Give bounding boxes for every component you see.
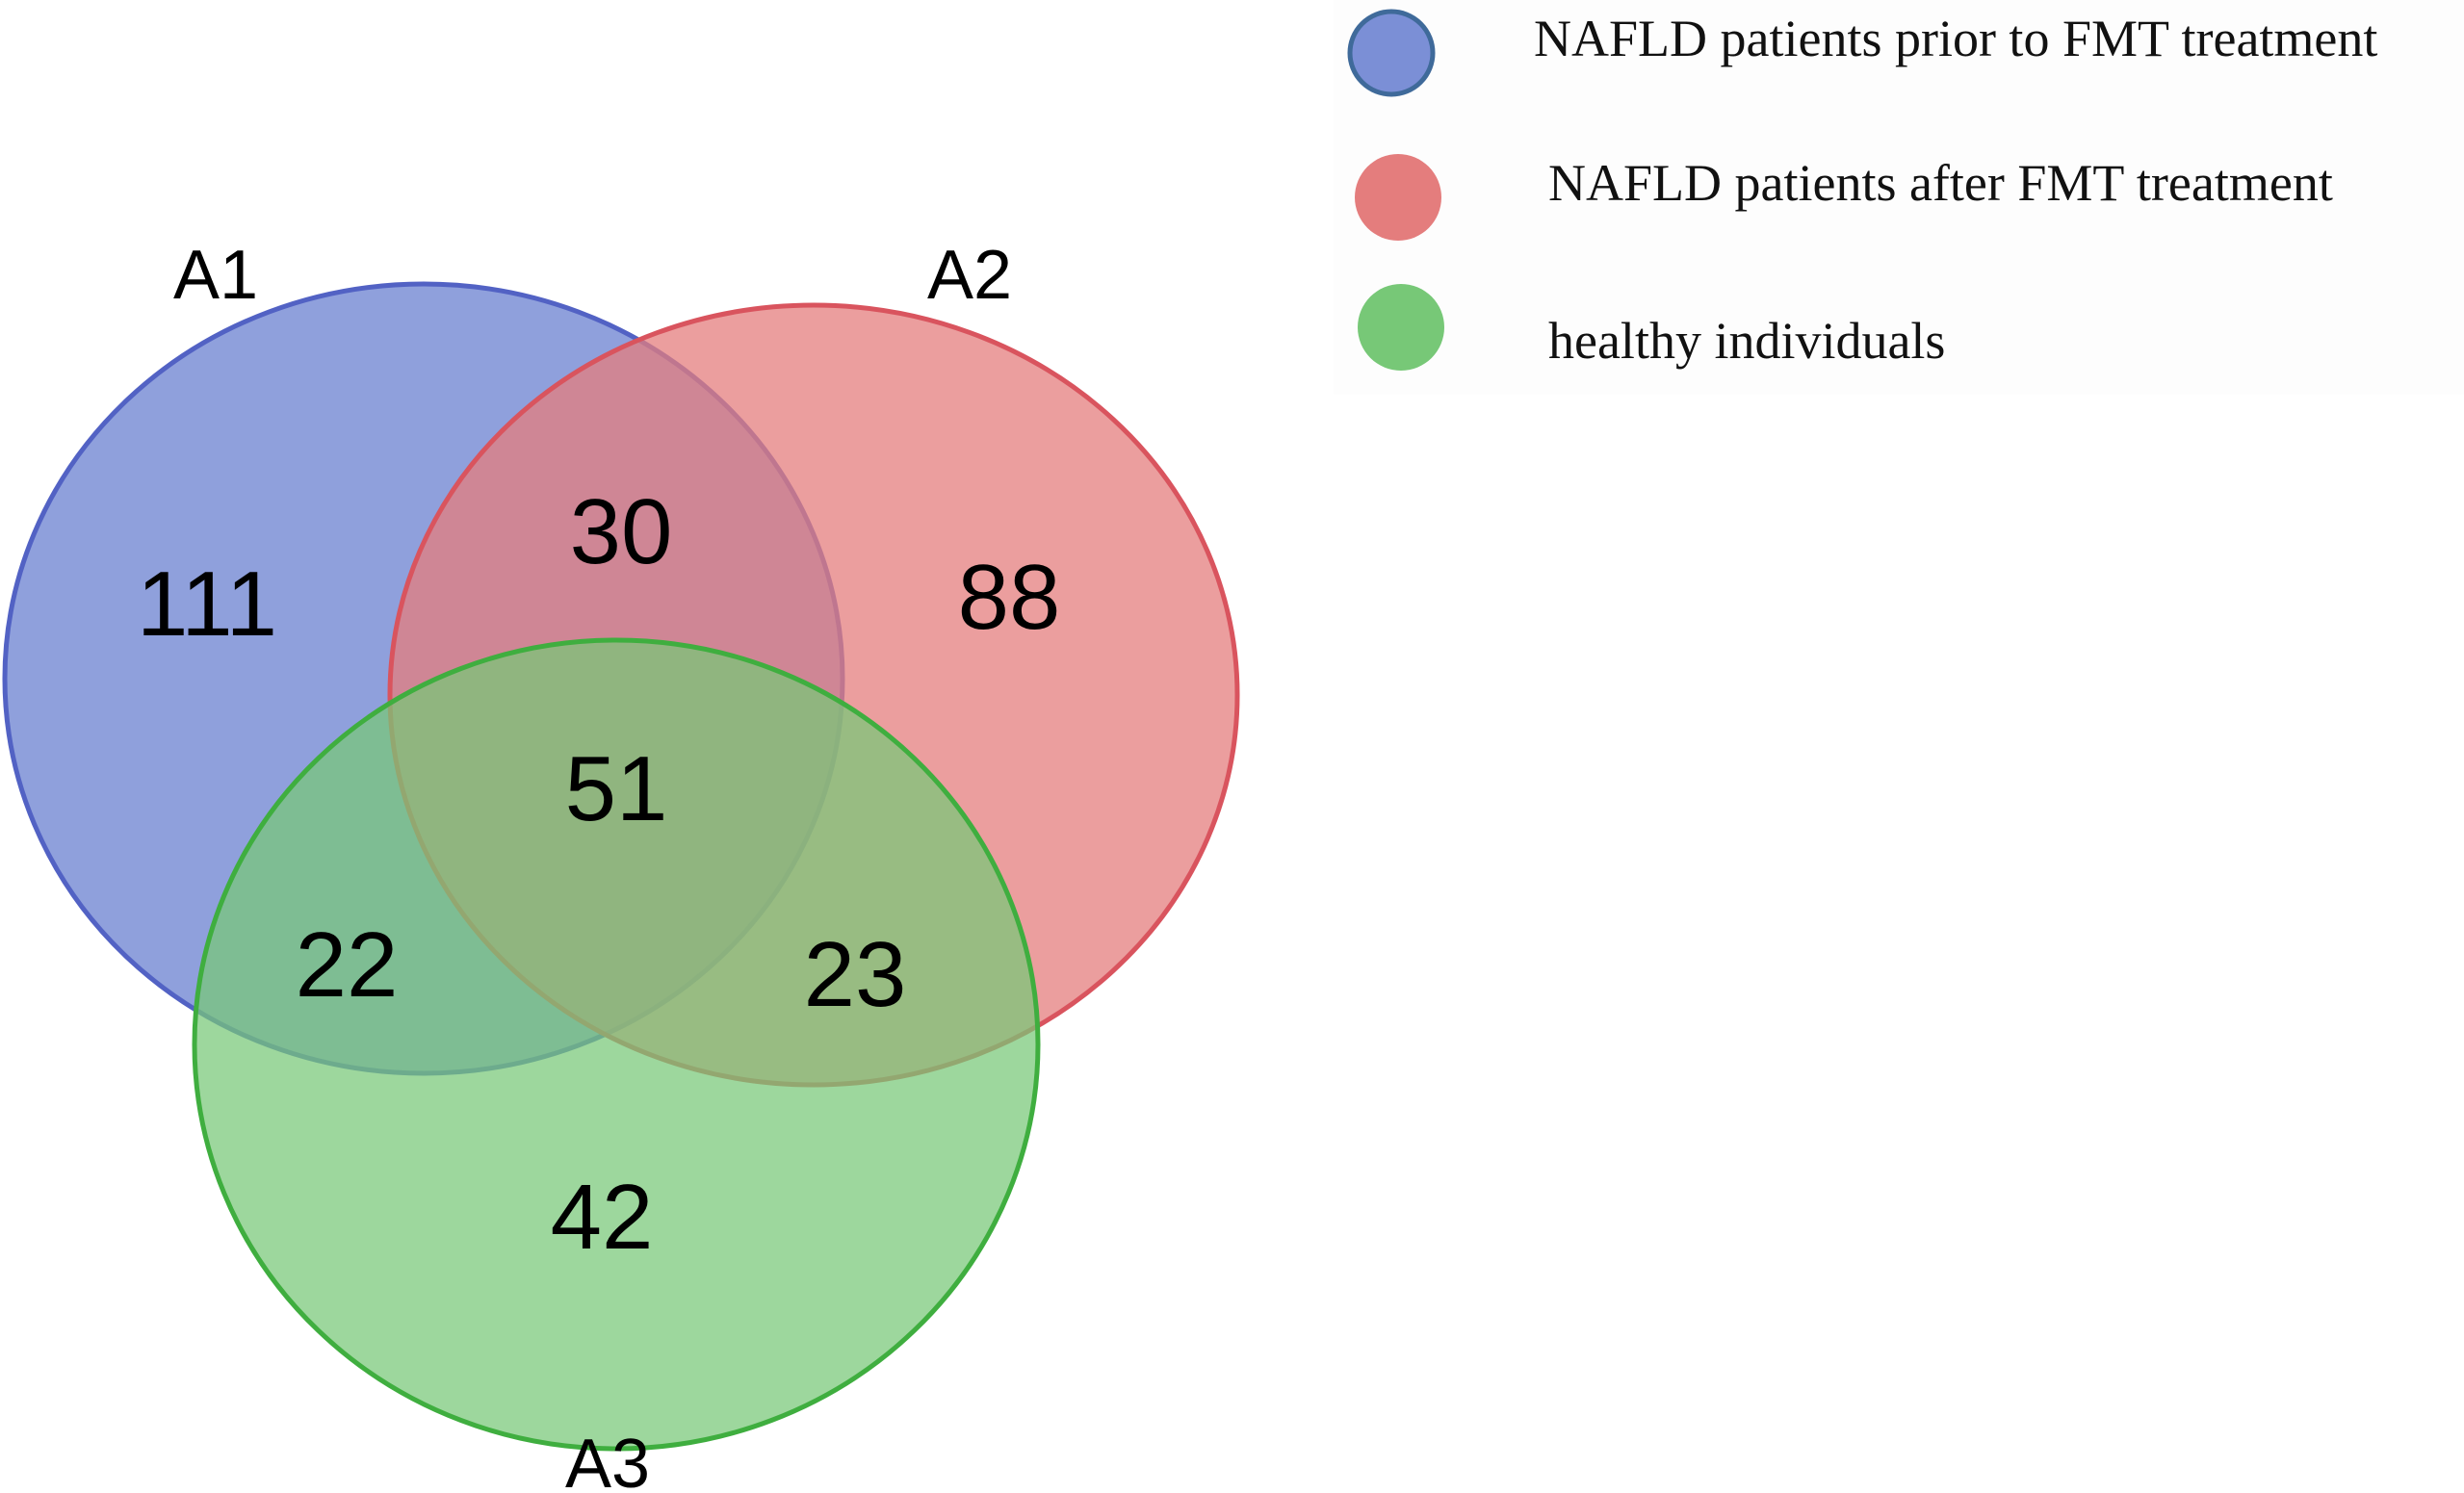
count-a1-only: 111 xyxy=(137,553,277,656)
count-a1-a3: 22 xyxy=(296,914,399,1017)
set-label-a1: A1 xyxy=(173,237,258,314)
legend-swatch-a2 xyxy=(1355,154,1441,241)
set-circle-a3 xyxy=(192,637,1041,1452)
count-a3-only: 42 xyxy=(551,1166,654,1269)
set-label-a3: A3 xyxy=(565,1426,650,1493)
count-a2-only: 88 xyxy=(958,546,1061,649)
count-a1-a2: 30 xyxy=(570,480,673,583)
legend-label-a1: NAFLD patients prior to FMT treatment xyxy=(1534,10,2377,67)
legend-label-a2: NAFLD patients after FMT treatment xyxy=(1548,154,2333,212)
count-a1-a2-a3: 51 xyxy=(565,737,668,840)
legend-swatch-a1 xyxy=(1347,9,1436,97)
set-label-a2: A2 xyxy=(927,237,1012,314)
count-a2-a3: 23 xyxy=(804,923,907,1026)
legend-swatch-a3 xyxy=(1358,284,1444,371)
legend-label-a3: healthy individuals xyxy=(1548,312,1945,370)
legend-box xyxy=(1334,0,2464,395)
